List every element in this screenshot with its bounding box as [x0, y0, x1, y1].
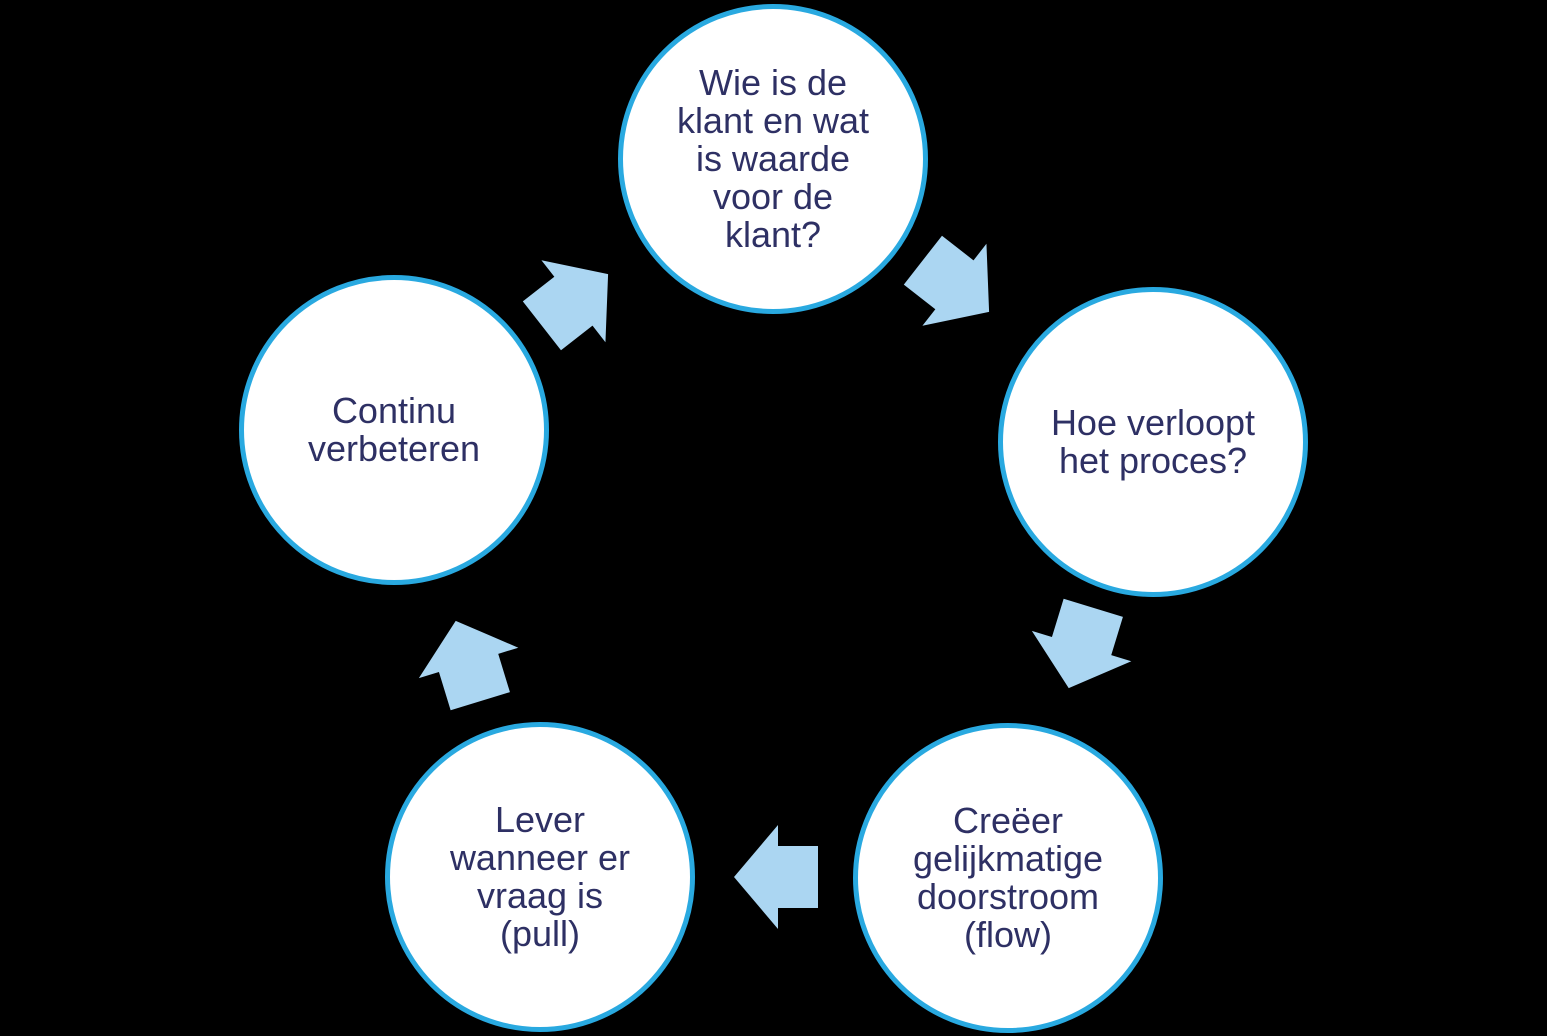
step-label-pull: Lever wanneer er vraag is (pull) — [449, 799, 631, 954]
step-label-flow: Creëer gelijkmatige doorstroom (flow) — [912, 800, 1104, 955]
step-circle-flow: Creëer gelijkmatige doorstroom (flow) — [853, 723, 1163, 1033]
arrow-proces-to-flow-icon — [1018, 592, 1144, 704]
arrow-pull-to-continu-icon — [405, 605, 531, 717]
step-circle-proces: Hoe verloopt het proces? — [998, 287, 1308, 597]
arrow-continu-to-klant-icon — [509, 233, 641, 367]
step-circle-pull: Lever wanneer er vraag is (pull) — [385, 722, 695, 1032]
step-label-klant: Wie is de klant en wat is waarde voor de… — [676, 62, 870, 255]
arrow-flow-to-pull-icon — [734, 825, 818, 929]
step-label-continu: Continu verbeteren — [307, 390, 481, 469]
arrow-klant-to-proces-icon — [890, 219, 1022, 353]
step-circle-klant: Wie is de klant en wat is waarde voor de… — [618, 4, 928, 314]
step-circle-continu: Continu verbeteren — [239, 275, 549, 585]
step-label-proces: Hoe verloopt het proces? — [1050, 402, 1256, 481]
